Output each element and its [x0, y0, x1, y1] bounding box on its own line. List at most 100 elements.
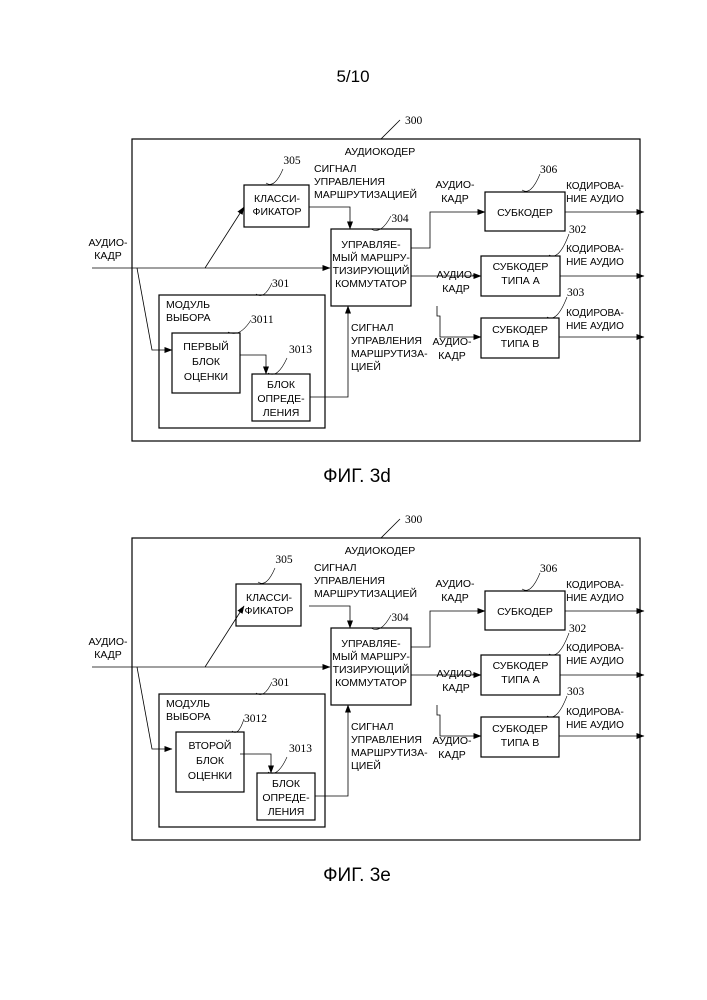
- switch-label: УПРАВЛЯЕ-: [341, 638, 401, 650]
- subencoder-input-line-303: [437, 306, 481, 337]
- switch-label: МЫЙ МАРШРУ-: [332, 251, 410, 264]
- estimator-to-decision-line: [240, 355, 266, 374]
- ref-3013: 3013: [289, 344, 312, 356]
- routing-signal-label: УПРАВЛЕНИЯ: [314, 176, 385, 188]
- ref-leader-300: [381, 120, 400, 139]
- ref-leader-306: [522, 174, 540, 191]
- ref-300: 300: [405, 514, 423, 526]
- routing-signal-label: СИГНАЛ: [314, 163, 357, 175]
- subencoder-input-label-303: КАДР: [438, 350, 466, 362]
- ref-302: 302: [569, 623, 587, 635]
- encoder-title: АУДИОКОДЕР: [345, 146, 416, 158]
- switch-label: КОММУТАТОР: [335, 677, 407, 689]
- input-label: АУДИО-: [88, 636, 128, 648]
- selection-module-label: ВЫБОРА: [166, 711, 211, 723]
- ref-leader-304: [371, 615, 391, 629]
- subencoder-output-label-302: НИЕ АУДИО: [566, 257, 624, 268]
- subencoder-output-label-303: КОДИРОВА-: [566, 707, 624, 718]
- subencoder-input-line-303: [437, 705, 481, 736]
- subencoder-label-303: СУБКОДЕР: [492, 324, 548, 336]
- estimator-label: ОЦЕНКИ: [184, 371, 228, 383]
- ref-301: 301: [272, 677, 290, 689]
- figure-caption: ФИГ. 3e: [323, 865, 391, 886]
- ref-leader-301: [256, 682, 272, 695]
- audio-encoder-frame: [132, 139, 640, 441]
- decision-routing-label: СИГНАЛ: [351, 721, 394, 733]
- routing-signal-label: УПРАВЛЕНИЯ: [314, 575, 385, 587]
- decision-routing-label: ЦИЕЙ: [351, 759, 381, 772]
- decision-routing-label: МАРШРУТИЗА-: [351, 348, 428, 360]
- subencoder-input-label-302: КАДР: [442, 682, 470, 694]
- subencoder-output-label-306: КОДИРОВА-: [566, 580, 624, 591]
- decision-routing-label: ЦИЕЙ: [351, 360, 381, 373]
- decision-routing-label: УПРАВЛЕНИЯ: [351, 335, 422, 347]
- ref-leader-3013: [268, 358, 287, 374]
- input-label: КАДР: [94, 250, 122, 262]
- ref-303: 303: [567, 686, 585, 698]
- selection-module-label: МОДУЛЬ: [166, 698, 210, 710]
- classifier-label: ФИКАТОР: [253, 206, 302, 218]
- ref-leader-306: [522, 573, 540, 590]
- classifier-input-line: [205, 606, 244, 667]
- subencoder-label-302: ТИПА A: [501, 674, 539, 686]
- classifier-label: ФИКАТОР: [245, 605, 294, 617]
- subencoder-input-label-302: АУДИО-: [436, 269, 476, 281]
- subencoder-input-label-303: КАДР: [438, 749, 466, 761]
- ref-304: 304: [391, 612, 409, 624]
- ref-leader-301: [256, 283, 272, 296]
- subencoder-input-label-306: АУДИО-: [435, 179, 475, 191]
- decision-routing-line: [310, 306, 348, 397]
- decision-routing-label: МАРШРУТИЗА-: [351, 747, 428, 759]
- subencoder-output-label-306: КОДИРОВА-: [566, 181, 624, 192]
- ref-306: 306: [540, 164, 558, 176]
- figure-caption: ФИГ. 3d: [323, 466, 391, 487]
- subencoder-label-302: ТИПА A: [501, 275, 539, 287]
- classifier-label: КЛАССИ-: [246, 592, 292, 604]
- subencoder-label-303: ТИПА B: [501, 338, 539, 350]
- subencoder-input-line-306: [411, 611, 485, 647]
- subencoder-label-303: ТИПА B: [501, 737, 539, 749]
- estimator-label: БЛОК: [196, 755, 225, 767]
- routing-signal-line: [309, 606, 350, 628]
- subencoder-output-label-306: НИЕ АУДИО: [566, 194, 624, 205]
- ref-leader-estimator: [228, 320, 251, 334]
- input-label: АУДИО-: [88, 237, 128, 249]
- routing-signal-label: СИГНАЛ: [314, 562, 357, 574]
- figure-3e: 300АУДИОКОДЕРАУДИО-КАДРКЛАССИ-ФИКАТОР305…: [88, 514, 644, 886]
- subencoder-label-306: СУБКОДЕР: [497, 606, 553, 618]
- switch-label: КОММУТАТОР: [335, 278, 407, 290]
- estimator-label: ПЕРВЫЙ: [183, 340, 228, 353]
- input-label: КАДР: [94, 649, 122, 661]
- estimator-label: БЛОК: [192, 356, 221, 368]
- routing-signal-label: МАРШРУТИЗАЦИЕЙ: [314, 188, 417, 201]
- subencoder-output-label-306: НИЕ АУДИО: [566, 593, 624, 604]
- ref-leader-303: [547, 696, 567, 717]
- classifier-input-line: [205, 207, 244, 268]
- ref-leader-305: [266, 169, 283, 184]
- ref-leader-estimator: [232, 719, 244, 733]
- page-number: 5/10: [336, 67, 369, 86]
- decision-routing-line: [315, 705, 348, 796]
- ref-estimator: 3011: [251, 314, 274, 326]
- ref-305: 305: [283, 155, 301, 167]
- subencoder-input-line-306: [411, 212, 485, 248]
- decision-label: ЛЕНИЯ: [268, 806, 305, 818]
- decision-label: ЛЕНИЯ: [263, 407, 300, 419]
- subencoder-input-label-306: КАДР: [441, 592, 469, 604]
- subencoder-output-label-303: КОДИРОВА-: [566, 308, 624, 319]
- decision-routing-label: СИГНАЛ: [351, 322, 394, 334]
- ref-leader-304: [371, 216, 391, 230]
- figure-3d: 300АУДИОКОДЕРАУДИО-КАДРКЛАССИ-ФИКАТОР305…: [88, 115, 644, 487]
- subencoder-input-label-302: АУДИО-: [436, 668, 476, 680]
- classifier-label: КЛАССИ-: [254, 193, 300, 205]
- switch-label: УПРАВЛЯЕ-: [341, 239, 401, 251]
- decision-label: ОПРЕДЕ-: [262, 792, 310, 804]
- encoder-title: АУДИОКОДЕР: [345, 545, 416, 557]
- estimator-label: ВТОРОЙ: [189, 739, 232, 752]
- decision-label: ОПРЕДЕ-: [257, 393, 305, 405]
- decision-label: БЛОК: [267, 379, 296, 391]
- switch-label: ТИЗИРУЮЩИЙ: [333, 264, 410, 277]
- subencoder-output-label-302: КОДИРОВА-: [566, 643, 624, 654]
- ref-leader-303: [547, 297, 567, 318]
